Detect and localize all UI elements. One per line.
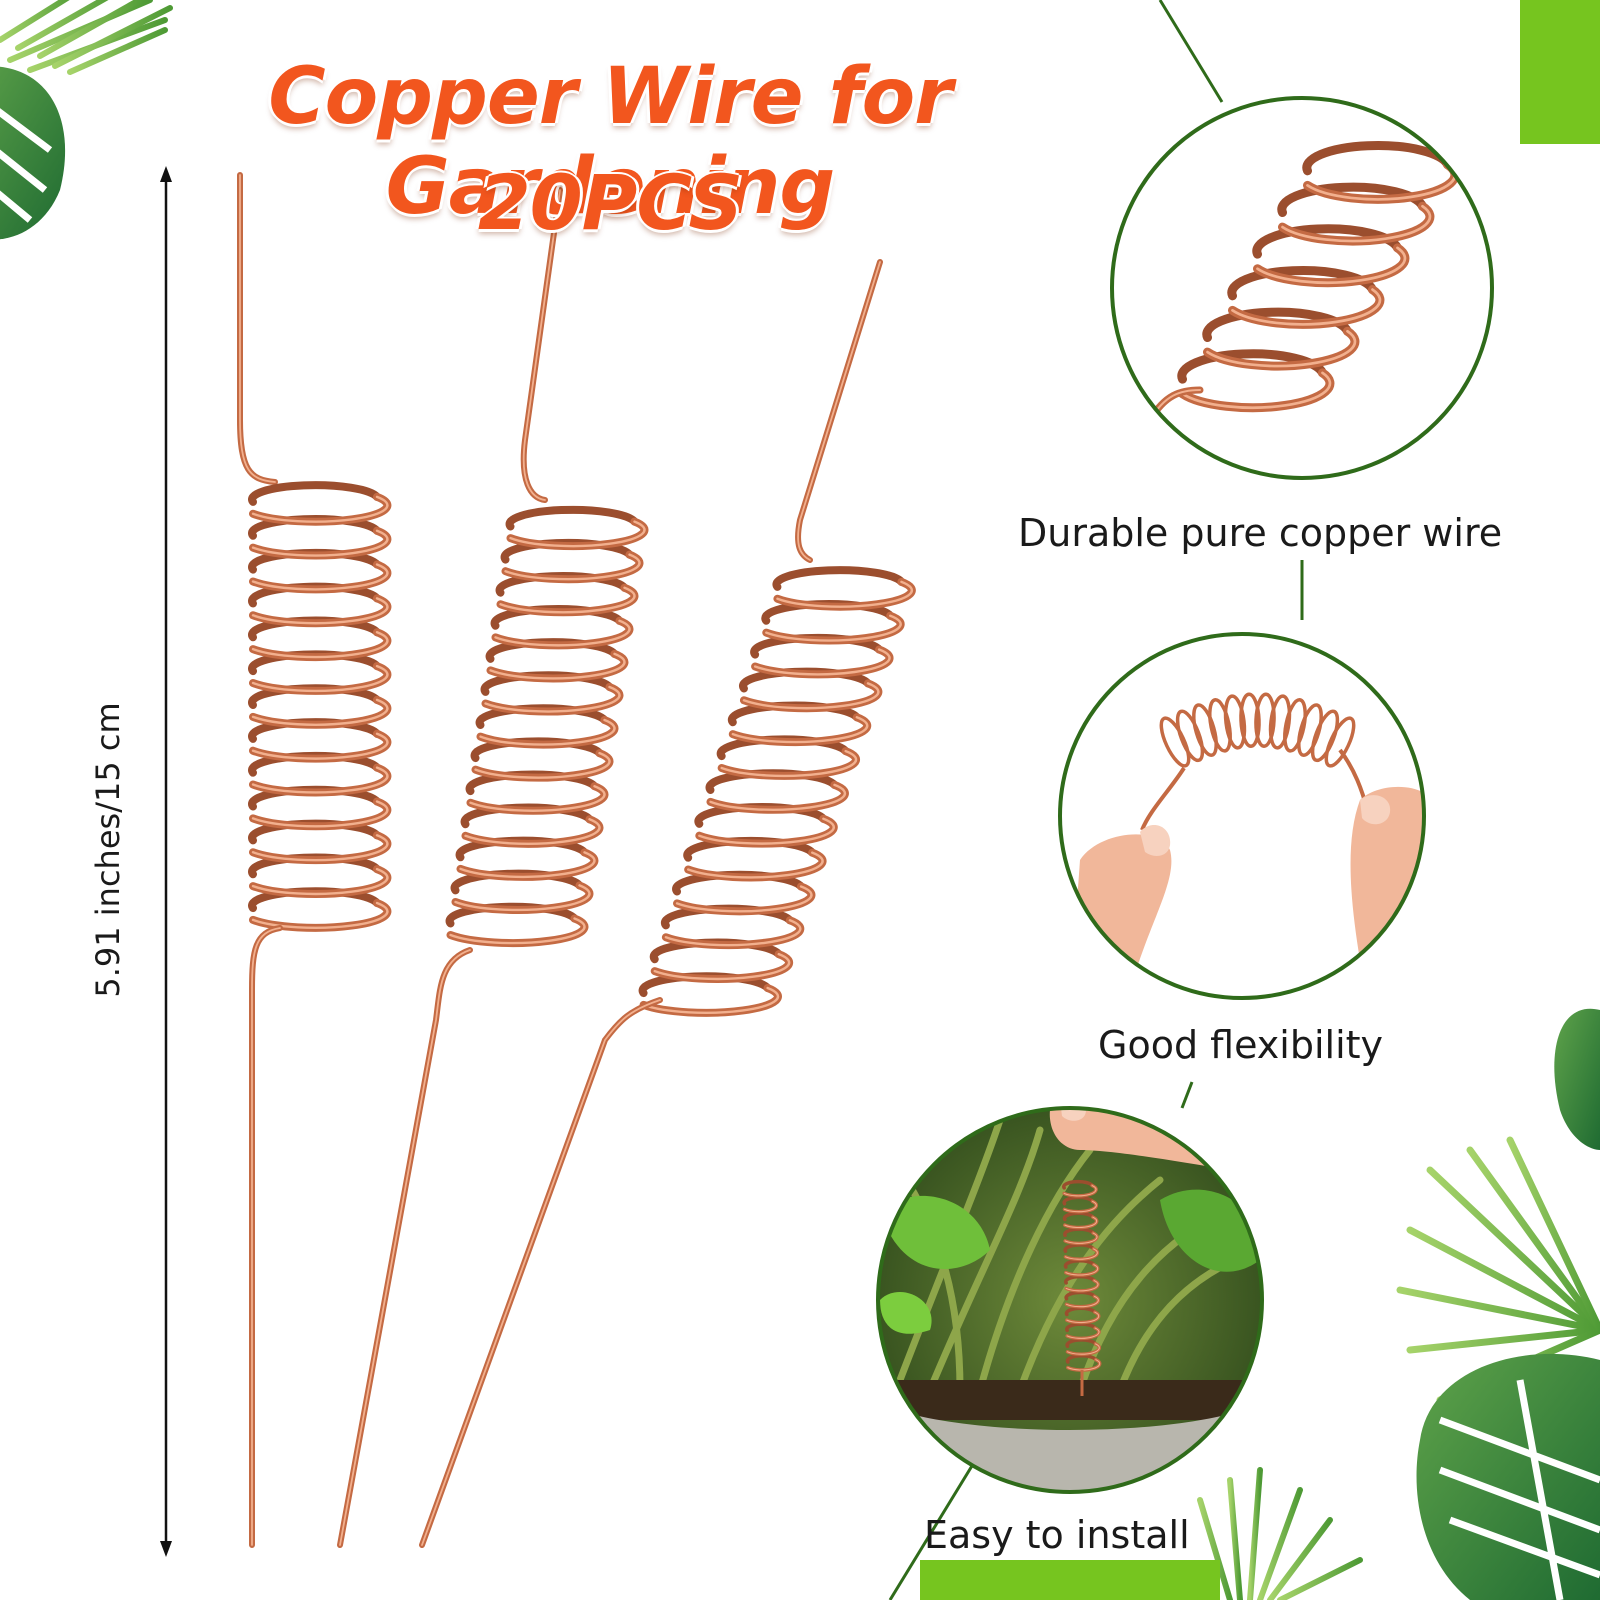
wire-1-coil: [248, 481, 392, 932]
wire-3-bottom-stem: [419, 997, 663, 1548]
pot-coil-spiral: [1062, 1179, 1102, 1372]
palm-leaf-bottom-icon: [1197, 1467, 1383, 1600]
wire-2-top-stem: [520, 187, 563, 503]
feature-label-install: Easy to install: [924, 1513, 1190, 1557]
wire-2-bottom-stem: [337, 947, 473, 1548]
closeup-coil-spiral: [1177, 141, 1460, 413]
dimension-label: 5.91 inches/15 cm: [89, 702, 127, 998]
corner-accent-block: [1520, 0, 1600, 144]
connector-line-top: [1158, 0, 1224, 103]
detail-circle-install: [876, 1106, 1264, 1494]
wire-2-coil: [445, 505, 649, 948]
monstera-leaf-bottom-right-icon: [1416, 1353, 1600, 1600]
monstera-leaf-top-left-icon: [0, 66, 66, 240]
dimension-arrow: [160, 166, 172, 1557]
wire-3-top-stem: [795, 259, 883, 563]
feature-label-flexibility: Good flexibility: [1098, 1023, 1384, 1067]
flex-coil-spiral: [1159, 692, 1356, 768]
wire-1-top-stem: [237, 172, 278, 485]
title-line-2: 20PCS: [477, 158, 743, 247]
detail-circle-flexibility: [1058, 632, 1426, 1000]
feature-label-durable: Durable pure copper wire: [1018, 511, 1503, 555]
connector-line-low: [1180, 1081, 1194, 1109]
title-line-1: Copper Wire for Gardening: [268, 52, 952, 232]
leaf-right-top-icon: [1554, 1008, 1600, 1150]
wire-3-coil: [638, 566, 916, 1017]
wire-1-bottom-stem: [249, 925, 283, 1548]
palm-leaf-top-left-icon: [0, 0, 173, 75]
bottom-accent-bar: [920, 1560, 1220, 1600]
